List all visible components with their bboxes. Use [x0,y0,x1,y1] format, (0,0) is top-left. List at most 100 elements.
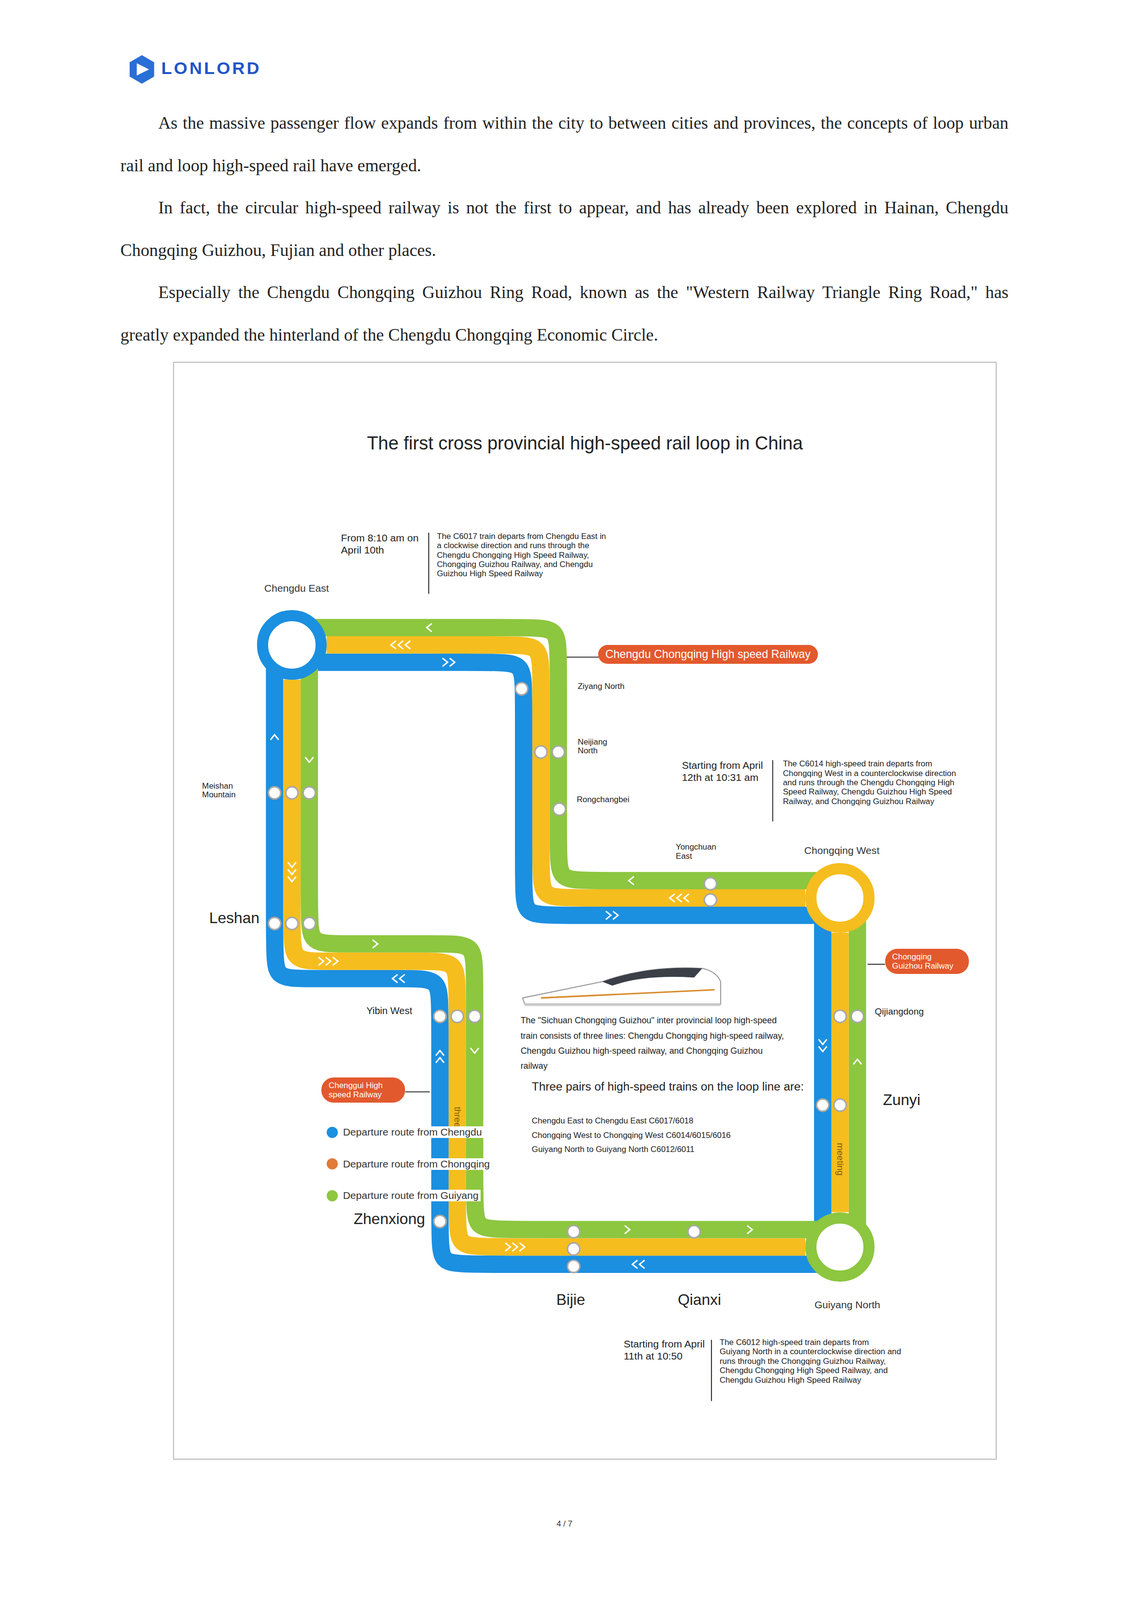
chevron-stroke [305,757,314,763]
legend-row: Departure route from Guiyang [326,1190,481,1202]
connector-layer [291,645,841,1248]
chevron-stroke [519,1243,526,1252]
chevron-stroke [624,1225,631,1235]
chevron-stroke [676,894,682,903]
station-hub: Guiyang North [805,1212,875,1283]
body-paragraph: In fact, the circular high-speed railway… [120,186,1009,272]
direction-chevrons [270,623,862,1269]
callout-time: Starting from April 11th at 10:50 [623,1338,708,1363]
track-band [814,898,832,1248]
chevron-stroke [747,1225,753,1235]
chevron-stroke [405,641,411,650]
rail-line-connector [291,679,806,1248]
station-name: Zunyi [882,1091,921,1110]
chevron-stroke [669,894,676,903]
chevron [426,623,433,633]
chevron-stroke [287,876,297,883]
chevron-stroke [436,1050,445,1057]
chevron-stroke [470,1048,479,1054]
chevron [669,894,690,903]
chevron [505,1243,525,1252]
chevron [605,911,619,920]
chevron-stroke [398,641,404,650]
body-paragraph: As the massive passenger flow expands fr… [120,102,1009,188]
chevron-stroke [392,974,398,983]
chevron [818,1039,828,1052]
chevron [628,876,634,886]
station-dot [534,746,547,759]
train-stripe [541,990,715,999]
station-dot [704,894,717,907]
track-note: meeting [834,1143,846,1176]
callout-note: The C6017 train departs from Chengdu Eas… [437,531,609,579]
station-hub: Chengdu East [256,610,327,680]
chevron-stroke [512,1243,518,1252]
station-name: Neijiang North [577,738,621,756]
chevron [392,974,405,983]
page-number: 4 / 7 [541,1519,589,1530]
info-text: The "Sichuan Chongqing Guizhou" inter pr… [520,1013,789,1074]
body-paragraph: Especially the Chengdu Chongqing Guizhou… [120,271,1009,357]
legend-swatch [326,1158,338,1170]
station-name: Guiyang North [814,1299,881,1312]
station-hub: Chongqing West [805,863,875,933]
callout-note: The C6014 high-speed train departs from … [783,759,965,807]
station-name: Chongqing West [804,845,880,857]
rail-line-connector [831,933,849,1213]
leader-line [772,760,774,822]
chevron-stroke [372,939,378,949]
station-dot [302,786,316,800]
station-name: Ziyang North [577,681,625,692]
legend-swatch [326,1127,338,1139]
legend-text: Departure route from Guiyang [343,1190,479,1202]
station-name: Chengdu East [264,582,330,595]
station-dot [688,1225,701,1238]
station-dot [268,917,281,930]
station-name: Yongchuan East [675,843,729,861]
track-band [309,645,841,1231]
legend-text: Departure route from Chongqing [343,1158,490,1170]
station-name: Qianxi [677,1291,722,1310]
train-window [602,967,703,986]
station-name: Bijie [556,1291,586,1310]
chevron [747,1225,753,1235]
line-name: Chongqing Guizhou Railway [891,952,962,972]
station-dot [552,746,565,759]
chevron-stroke [632,1260,638,1269]
track-band [848,898,867,1248]
station-dot [833,1010,846,1023]
logo-icon [129,55,155,84]
line-tag: Chengdu Chongqing High speed Railway [598,645,818,665]
legend-swatch [326,1190,338,1202]
track-note: three [451,1107,463,1129]
chevron-stroke [436,1057,445,1064]
chevron-stroke [613,911,619,920]
chevron-stroke [628,876,634,886]
leader-line [710,1340,712,1402]
chevron-stroke [442,658,448,667]
chevron-stroke [605,911,612,920]
legend-row: Departure route from Chengdu [326,1126,484,1139]
station-dot [553,803,566,816]
line-name: Chenggui High speed Railway [328,1081,398,1101]
leader-line [405,1091,430,1093]
chevron-stroke [818,1046,828,1053]
chevron-stroke [287,869,297,876]
leader-line [563,656,600,658]
chevron [270,735,279,741]
chevron-stroke [399,974,406,983]
callout-time: Starting from April 12th at 10:31 am [681,759,769,785]
station-dot [567,1225,580,1238]
chevron-stroke [270,735,279,741]
station-dot [567,1260,580,1273]
station-name: Yibin West [366,1005,413,1017]
callout-note: The C6012 high-speed train departs from … [719,1338,902,1386]
train-pair: Chengdu East to Chengdu East C6017/6018 [531,1116,694,1127]
chevron [318,957,338,966]
track-band [291,627,841,881]
legend-text: Departure route from Chengdu [343,1126,483,1138]
chevron-stroke [287,862,297,868]
line-tag: Chongqing Guizhou Railway [885,949,969,974]
train-illustration [522,967,721,1006]
